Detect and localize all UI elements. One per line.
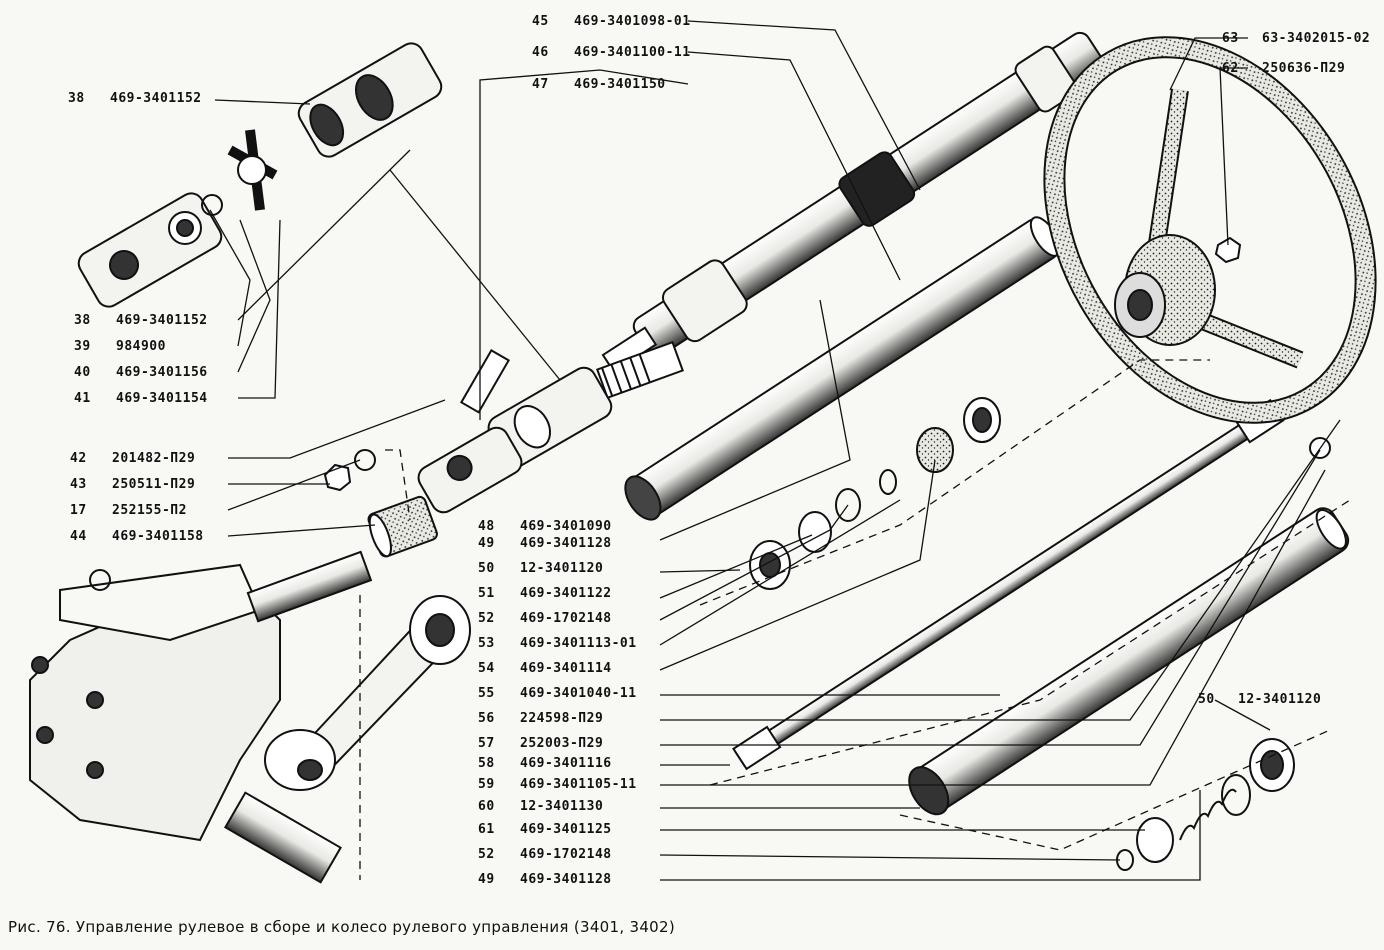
leader-lines [209, 20, 1341, 881]
column-lower-tube [908, 507, 1350, 816]
steering-gearbox [29, 550, 373, 884]
steering-wheel [1043, 36, 1377, 424]
figure-caption: Рис. 76. Управление рулевое в сборе и ко… [8, 918, 676, 936]
bearing-rings [749, 397, 1331, 871]
universal-joint-upper [77, 42, 443, 308]
dashed-outlines [359, 359, 1351, 880]
upper-column-tube [601, 31, 1104, 374]
splined-shaft-end [596, 340, 684, 400]
pitman-arm [264, 595, 471, 791]
universal-joint-lower [323, 348, 613, 558]
column-outer-tube [624, 216, 1062, 521]
